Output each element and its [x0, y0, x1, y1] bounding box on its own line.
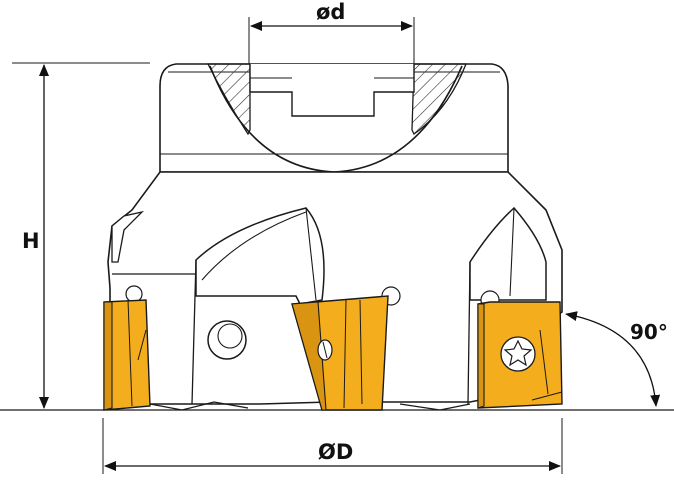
keyway: [249, 64, 415, 117]
flute-left: [111, 210, 145, 263]
torx-screw-icon: [500, 336, 536, 372]
insert-left: [103, 299, 151, 411]
chip-pocket-edge: [305, 207, 317, 301]
chip-pocket-right-edge: [509, 207, 515, 297]
insert-middle: [291, 295, 389, 411]
height-label: H: [22, 229, 40, 253]
seat-hole-left: [125, 285, 143, 303]
lead-angle-label: 90°: [630, 320, 668, 344]
angle-arc: [565, 311, 661, 407]
pocket-side-left: [191, 259, 197, 405]
bottom-wiper-right: [399, 403, 471, 411]
chip-pocket-inner: [201, 211, 307, 281]
bottom-wiper-left: [149, 401, 249, 411]
pocket-side-right: [467, 261, 471, 405]
insert-right: [477, 301, 563, 409]
coolant-hole-inner: [217, 323, 243, 349]
bore-diameter-label: ød: [316, 0, 346, 24]
bore-section-right: [411, 63, 467, 135]
cutter-diameter-label: ØD: [318, 440, 354, 464]
